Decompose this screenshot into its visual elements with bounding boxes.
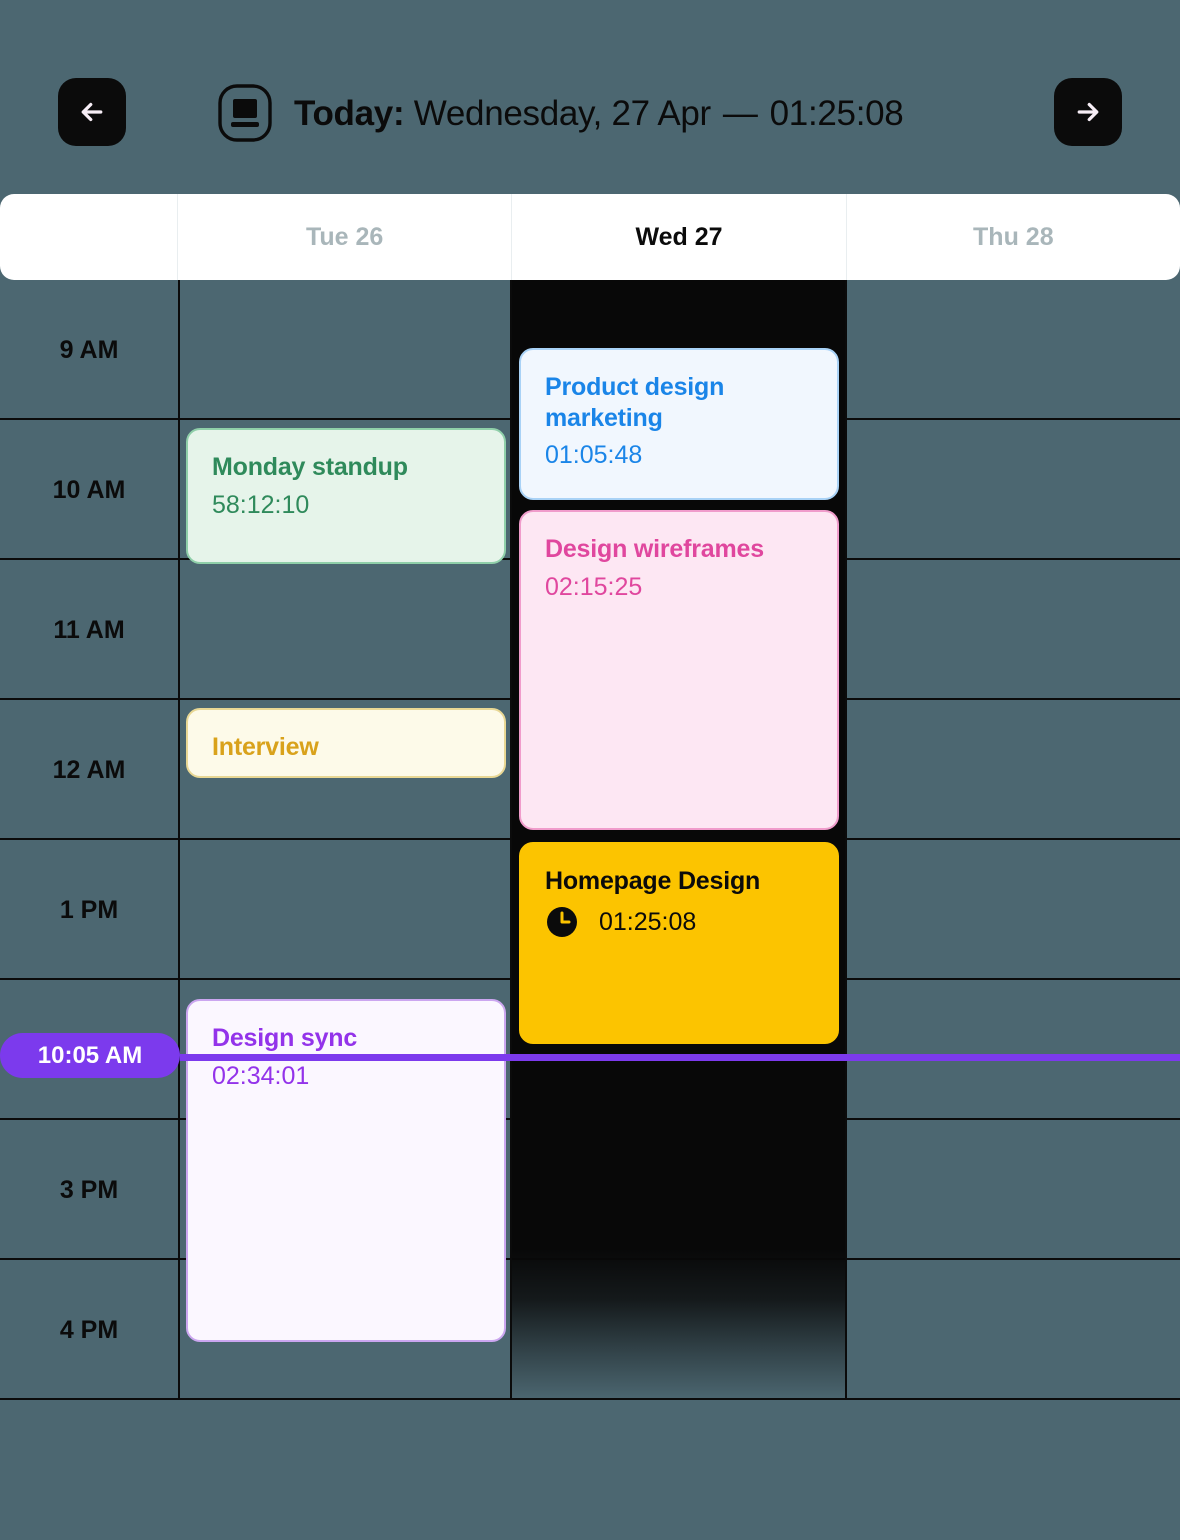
event-timer: 58:12:10 (212, 490, 310, 519)
day-header-wed-27[interactable]: Wed 27 (512, 194, 847, 280)
event-timer: 02:15:25 (545, 572, 643, 601)
today-label: Today: (294, 93, 405, 133)
day-header-gutter (0, 194, 178, 280)
event-title: Monday standup (212, 453, 408, 481)
hour-row (0, 1400, 1180, 1540)
arrow-left-icon (81, 102, 103, 122)
page-title: Today: Wednesday, 27 Apr — 01:25:08 (214, 78, 904, 148)
hour-label-12am: 12 AM (52, 755, 126, 784)
event-timer: 02:34:01 (212, 1061, 310, 1090)
hour-label-3pm: 3 PM (59, 1175, 119, 1204)
day-header-row: Tue 26 Wed 27 Thu 28 (0, 194, 1180, 280)
event-timer: 01:05:48 (545, 441, 643, 469)
current-time-line (180, 1054, 1180, 1061)
today-date: Wednesday, 27 Apr (413, 93, 711, 133)
column-divider-wed-thu (845, 280, 847, 1400)
calendar-grid: 9 AM 10 AM 11 AM 12 AM 1 PM 3 PM 4 PM Mo… (0, 280, 1180, 1400)
event-card-product-design-marketing[interactable]: Product design marketing 01:05:48 (519, 348, 839, 500)
hour-label-1pm: 1 PM (59, 895, 119, 924)
arrow-right-icon (1077, 102, 1099, 122)
hour-label-9am: 9 AM (59, 335, 119, 364)
event-title: Product design marketing (545, 373, 725, 432)
today-timer: 01:25:08 (769, 93, 904, 133)
column-divider-tue-wed (510, 280, 512, 1400)
hour-label-4pm: 4 PM (59, 1315, 119, 1344)
day-header-thu-28[interactable]: Thu 28 (973, 222, 1054, 251)
event-card-design-sync[interactable]: Design sync 02:34:01 (186, 999, 506, 1342)
clock-icon (547, 906, 577, 937)
event-card-interview[interactable]: Interview (186, 708, 506, 778)
event-card-homepage-design[interactable]: Homepage Design 01:25:08 (519, 842, 839, 1044)
monitor-icon (214, 80, 276, 146)
event-card-design-wireframes[interactable]: Design wireframes 02:15:25 (519, 510, 839, 830)
hour-label-11am: 11 AM (53, 615, 125, 644)
top-bar: Today: Wednesday, 27 Apr — 01:25:08 (0, 0, 1180, 190)
current-time-badge: 10:05 AM (0, 1033, 180, 1078)
event-title: Interview (212, 733, 319, 761)
event-timer-row: 01:25:08 (545, 905, 813, 939)
day-header-tue-26[interactable]: Tue 26 (178, 194, 513, 280)
column-divider-gutter (178, 280, 180, 1400)
title-separator: — (722, 93, 758, 133)
event-title: Design sync (212, 1024, 358, 1052)
hour-label-blank (0, 1400, 178, 1540)
event-card-monday-standup[interactable]: Monday standup 58:12:10 (186, 428, 506, 564)
prev-day-button[interactable] (58, 78, 126, 146)
next-day-button[interactable] (1054, 78, 1122, 146)
hour-label-10am: 10 AM (52, 475, 126, 504)
event-title: Design wireframes (545, 535, 764, 563)
event-timer: 01:25:08 (599, 907, 697, 936)
event-title: Homepage Design (545, 867, 761, 895)
